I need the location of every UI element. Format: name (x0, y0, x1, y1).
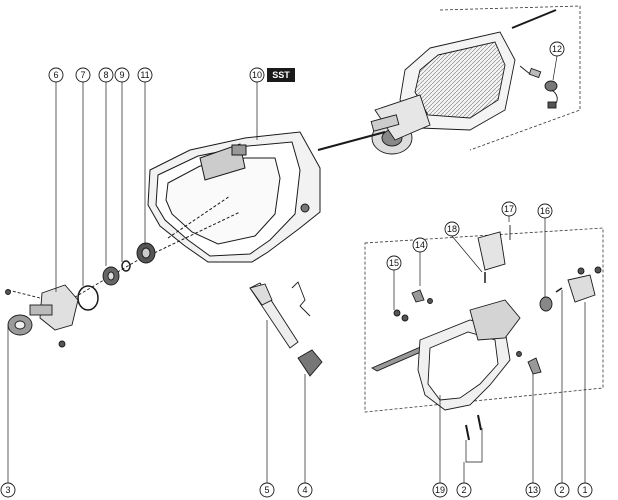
callout-3: 3 (0, 482, 16, 498)
sst-badge: SST (267, 68, 295, 82)
svg-text:13: 13 (528, 485, 538, 495)
callout-14: 14 (412, 237, 428, 253)
svg-text:7: 7 (80, 70, 85, 80)
extension-housing-drawing (371, 225, 602, 441)
svg-text:8: 8 (103, 70, 108, 80)
gear-assembly-drawing (317, 9, 558, 155)
svg-text:15: 15 (389, 258, 399, 268)
svg-text:10: 10 (252, 70, 262, 80)
callout-12: 12 (549, 41, 565, 57)
svg-text:4: 4 (302, 485, 307, 495)
svg-text:18: 18 (447, 224, 457, 234)
svg-text:3: 3 (5, 485, 10, 495)
upper-assembly-dashed-outline (439, 5, 581, 151)
callout-11: 11 (137, 67, 153, 83)
svg-text:14: 14 (415, 240, 425, 250)
callout-6: 6 (48, 67, 64, 83)
callout-19: 19 (432, 482, 448, 498)
callout-2: 2 (554, 482, 570, 498)
svg-text:2: 2 (559, 485, 564, 495)
svg-text:5: 5 (264, 485, 269, 495)
svg-text:11: 11 (140, 70, 149, 80)
svg-text:SST: SST (272, 70, 290, 80)
bell-housing-drawing (147, 131, 321, 263)
svg-text:12: 12 (552, 44, 562, 54)
svg-text:2: 2 (461, 485, 466, 495)
svg-text:17: 17 (504, 204, 514, 214)
callout-16: 16 (537, 203, 553, 219)
callout-9: 9 (114, 67, 130, 83)
callout-4: 4 (297, 482, 313, 498)
callout-leader-lines (7, 55, 586, 483)
callout-8: 8 (98, 67, 114, 83)
callout-markers: 6 7 8 9 11 10 SST 12 17 16 18 14 15 3 5 … (0, 41, 593, 498)
callout-5: 5 (259, 482, 275, 498)
left-components-drawing (5, 242, 156, 348)
svg-text:1: 1 (582, 485, 587, 495)
fork-and-boot-drawing (249, 281, 323, 377)
svg-text:9: 9 (119, 70, 124, 80)
callout-10: 10 (249, 67, 265, 83)
svg-text:16: 16 (540, 206, 550, 216)
callout-15: 15 (386, 255, 402, 271)
callout-1: 1 (577, 482, 593, 498)
callout-17: 17 (501, 201, 517, 217)
callout-13: 13 (525, 482, 541, 498)
callout-18: 18 (444, 221, 460, 237)
svg-text:19: 19 (435, 485, 445, 495)
callout-2-lower: 2 (456, 482, 472, 498)
callout-7: 7 (75, 67, 91, 83)
svg-text:6: 6 (53, 70, 58, 80)
